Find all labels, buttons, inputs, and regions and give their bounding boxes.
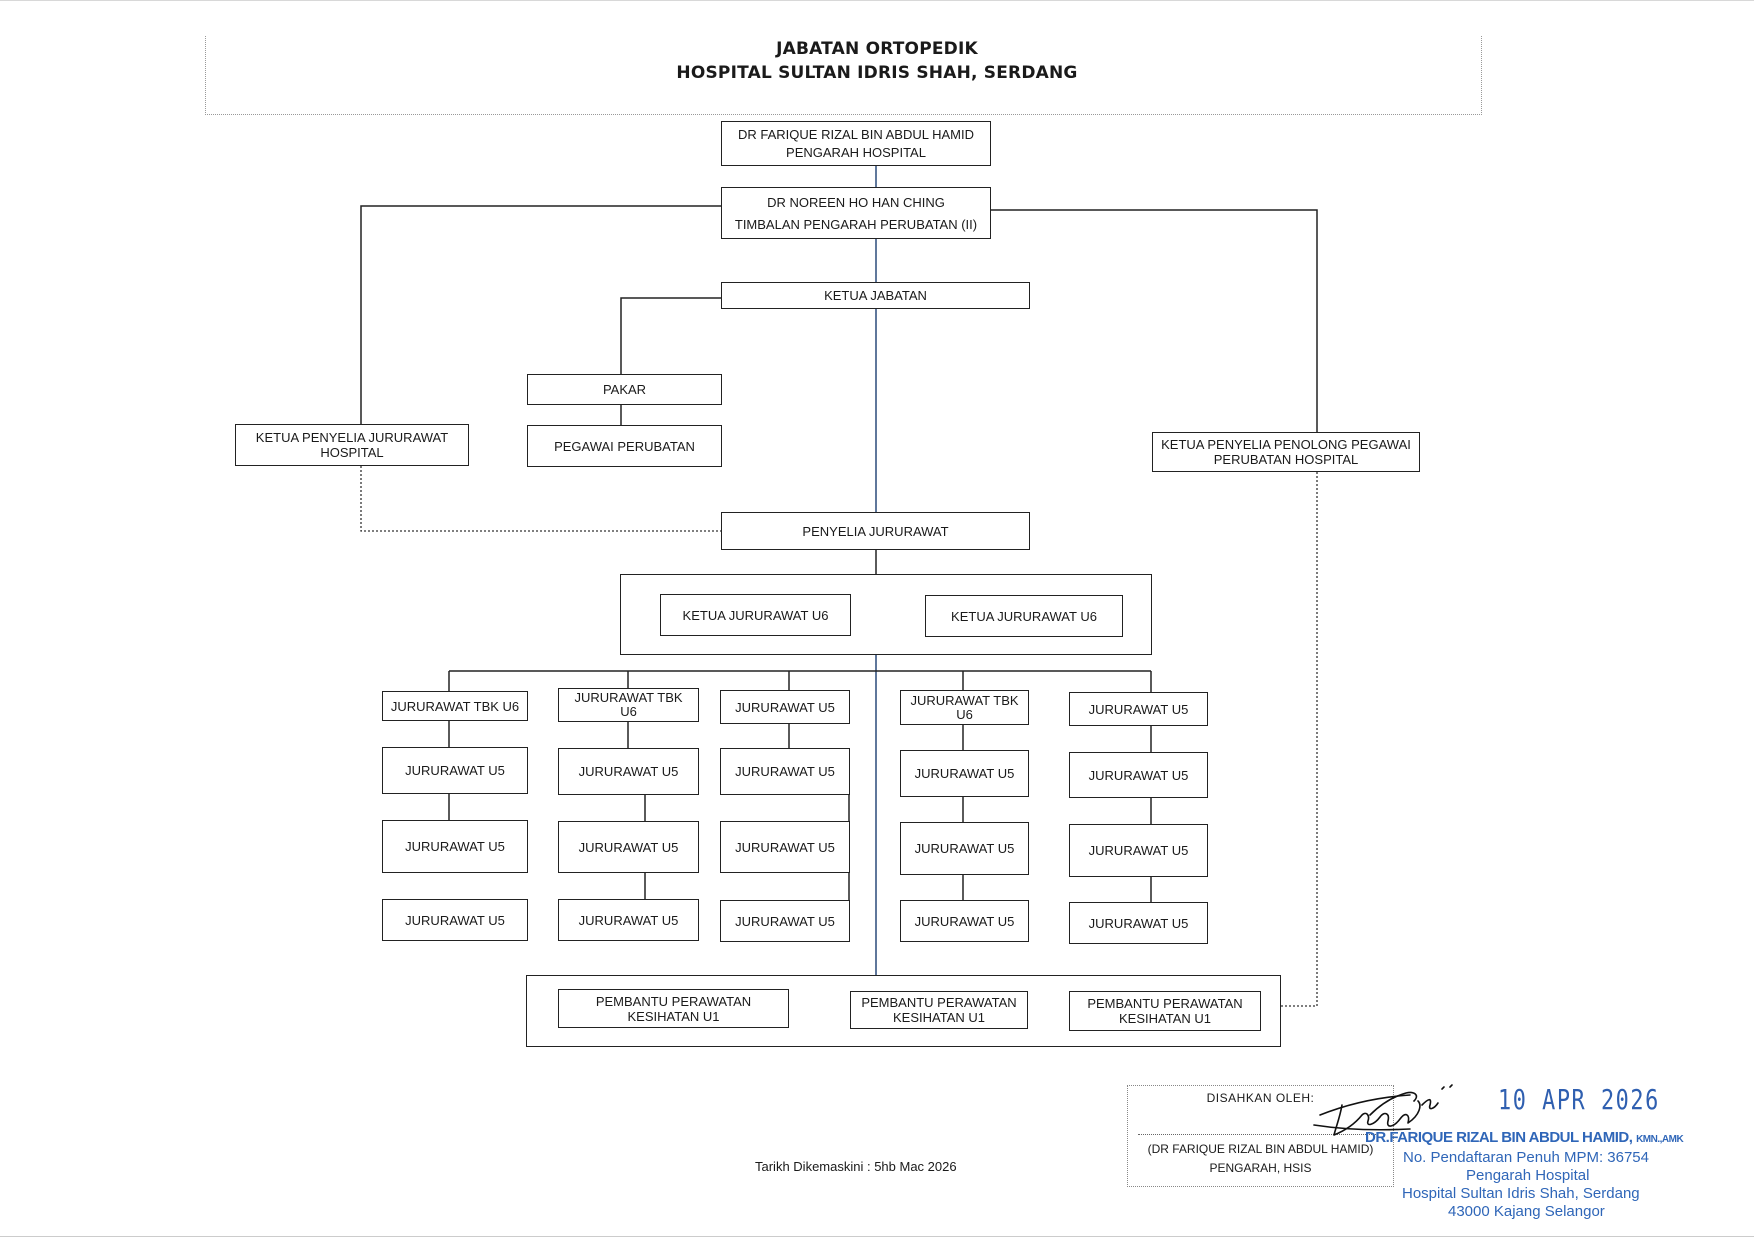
nurse-label: JURURAWAT TBK U6	[910, 692, 1019, 722]
nurse-box: JURURAWAT U5	[558, 748, 699, 795]
nurse-label: JURURAWAT U5	[578, 839, 679, 855]
nurse-label: JURURAWAT U5	[1088, 843, 1189, 858]
stamp-position: Pengarah Hospital	[1466, 1167, 1590, 1184]
head-nursing-supervisor-line2: HOSPITAL	[320, 445, 384, 460]
handwritten-signature	[1313, 1084, 1453, 1136]
nurse-label: JURURAWAT U5	[735, 764, 835, 779]
health-attendants-group	[526, 975, 1281, 1047]
nurse-supervisor-box: PENYELIA JURURAWAT	[721, 512, 1030, 550]
head-nurses-group	[620, 574, 1152, 655]
specialist-label: PAKAR	[602, 382, 647, 397]
nurse-label: JURURAWAT U5	[735, 699, 835, 715]
deputy-name: DR NOREEN HO HAN CHING	[767, 194, 945, 210]
nurse-box: JURURAWAT U5	[720, 690, 850, 724]
nurse-box: JURURAWAT U5	[382, 820, 528, 873]
head-ama-supervisor-box: KETUA PENYELIA PENOLONG PEGAWAI PERUBATA…	[1152, 432, 1420, 472]
nurse-box: JURURAWAT U5	[558, 899, 699, 941]
nurse-box: JURURAWAT TBK U6	[382, 691, 528, 721]
head-nurse-box: KETUA JURURAWAT U6	[925, 595, 1123, 637]
approval-date-stamp: 10 APR 2026	[1498, 1083, 1660, 1116]
health-attendant-box: PEMBANTU PERAWATAN KESIHATAN U1	[1069, 991, 1261, 1031]
nurse-box: JURURAWAT U5	[382, 747, 528, 794]
nurse-label: JURURAWAT U5	[735, 839, 835, 855]
approver-role: PENGARAH, HSIS	[1209, 1161, 1312, 1175]
nurse-label: JURURAWAT U5	[578, 912, 679, 928]
medical-officer-box: PEGAWAI PERUBATAN	[527, 425, 722, 467]
stamp-address: 43000 Kajang Selangor	[1448, 1203, 1605, 1220]
header-frame	[205, 36, 1482, 115]
head-of-department-box: KETUA JABATAN	[721, 282, 1030, 309]
nurse-label: JURURAWAT U5	[914, 913, 1015, 929]
head-ama-supervisor-line2: PERUBATAN HOSPITAL	[1213, 452, 1359, 467]
nurse-box: JURURAWAT U5	[720, 821, 850, 873]
nurse-label: JURURAWAT U5	[1088, 915, 1189, 931]
health-attendant-box: PEMBANTU PERAWATAN KESIHATAN U1	[558, 989, 789, 1028]
deputy-title: TIMBALAN PENGARAH PERUBATAN (II)	[734, 216, 978, 232]
approval-box	[1127, 1085, 1394, 1187]
nurse-box: JURURAWAT U5	[900, 822, 1029, 875]
stamp-honors: KMN.,AMK	[1636, 1134, 1684, 1145]
nurse-box: JURURAWAT U5	[720, 900, 850, 942]
nurse-label: JURURAWAT U5	[914, 841, 1015, 856]
nurse-box: JURURAWAT U5	[1069, 824, 1208, 877]
nurse-box: JURURAWAT U5	[900, 750, 1029, 797]
nurse-box: JURURAWAT U5	[720, 748, 850, 795]
nurse-box: JURURAWAT U5	[558, 821, 699, 873]
nurse-label: JURURAWAT U5	[914, 766, 1015, 781]
nurse-label: JURURAWAT U5	[405, 839, 505, 854]
health-attendant-line2: KESIHATAN U1	[893, 1010, 985, 1025]
nurse-box: JURURAWAT TBK U6	[900, 690, 1029, 725]
nurse-supervisor-label: PENYELIA JURURAWAT	[802, 523, 949, 539]
nurse-label: JURURAWAT U5	[405, 912, 505, 928]
head-ama-supervisor-line1: KETUA PENYELIA PENOLONG PEGAWAI	[1161, 437, 1411, 452]
stamp-name-text: DR.FARIQUE RIZAL BIN ABDUL HAMID,	[1365, 1129, 1633, 1146]
head-nurse-label: KETUA JURURAWAT U6	[682, 607, 829, 623]
page-top-rule	[0, 0, 1754, 1]
nurse-label: JURURAWAT U5	[735, 913, 835, 929]
director-name: DR FARIQUE RIZAL BIN ABDUL HAMID	[738, 127, 974, 142]
nurse-label: JURURAWAT TBK U6	[574, 690, 683, 719]
director-title: PENGARAH HOSPITAL	[786, 145, 926, 160]
approval-label: DISAHKAN OLEH:	[1206, 1091, 1315, 1105]
last-updated-note: Tarikh Dikemaskini : 5hb Mac 2026	[755, 1159, 957, 1174]
nurse-label: JURURAWAT U5	[405, 763, 505, 778]
director-box: DR FARIQUE RIZAL BIN ABDUL HAMID PENGARA…	[721, 121, 991, 166]
deputy-director-box: DR NOREEN HO HAN CHING TIMBALAN PENGARAH…	[721, 187, 991, 239]
specialist-box: PAKAR	[527, 374, 722, 405]
head-nurse-box: KETUA JURURAWAT U6	[660, 594, 851, 636]
stamp-registration: No. Pendaftaran Penuh MPM: 36754	[1403, 1149, 1649, 1166]
stamp-name: DR.FARIQUE RIZAL BIN ABDUL HAMID, KMN.,A…	[1365, 1129, 1684, 1146]
health-attendant-line1: PEMBANTU PERAWATAN	[861, 995, 1017, 1010]
nurse-box: JURURAWAT U5	[1069, 902, 1208, 944]
medical-officer-label: PEGAWAI PERUBATAN	[554, 438, 695, 454]
nurse-label: JURURAWAT TBK U6	[390, 698, 520, 714]
stamp-hospital: Hospital Sultan Idris Shah, Serdang	[1402, 1185, 1640, 1202]
nurse-box: JURURAWAT U5	[382, 899, 528, 941]
signature-line	[1138, 1134, 1378, 1135]
health-attendant-box: PEMBANTU PERAWATAN KESIHATAN U1	[850, 991, 1028, 1029]
approver-name: (DR FARIQUE RIZAL BIN ABDUL HAMID)	[1147, 1142, 1374, 1156]
nurse-box: JURURAWAT TBK U6	[558, 688, 699, 722]
health-attendant-line1: PEMBANTU PERAWATAN	[1087, 996, 1243, 1011]
page-bottom-rule	[0, 1236, 1754, 1237]
health-attendant-line2: KESIHATAN U1	[627, 1008, 720, 1024]
hospital-title: HOSPITAL SULTAN IDRIS SHAH, SERDANG	[676, 63, 1078, 83]
nurse-box: JURURAWAT U5	[900, 900, 1029, 942]
head-of-department-label: KETUA JABATAN	[824, 288, 927, 303]
nurse-label: JURURAWAT U5	[578, 764, 679, 779]
nurse-box: JURURAWAT U5	[1069, 752, 1208, 798]
head-nursing-supervisor-line1: KETUA PENYELIA JURURAWAT	[255, 430, 449, 445]
head-nursing-supervisor-box: KETUA PENYELIA JURURAWAT HOSPITAL	[235, 424, 469, 466]
health-attendant-line1: PEMBANTU PERAWATAN	[595, 993, 752, 1009]
health-attendant-line2: KESIHATAN U1	[1119, 1011, 1211, 1026]
nurse-box: JURURAWAT U5	[1069, 692, 1208, 726]
nurse-label: JURURAWAT U5	[1088, 701, 1189, 717]
department-title: JABATAN ORTOPEDIK	[776, 39, 978, 59]
head-nurse-label: KETUA JURURAWAT U6	[951, 608, 1097, 624]
nurse-label: JURURAWAT U5	[1088, 767, 1189, 783]
